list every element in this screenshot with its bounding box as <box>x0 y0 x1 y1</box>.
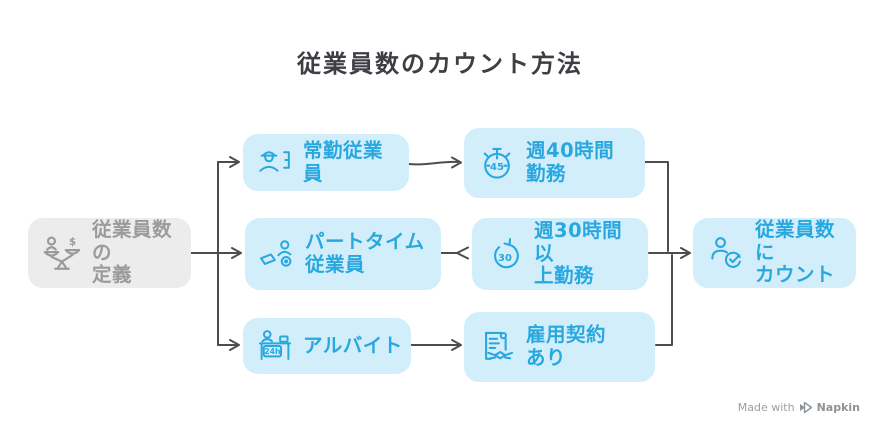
node-arbeit: 24h アルバイト <box>243 318 411 374</box>
node-label-hours40: 週40時間 勤務 <box>526 139 615 185</box>
node-label-count: 従業員数に カウント <box>755 218 836 287</box>
diagram-title: 従業員数のカウント方法 <box>297 50 583 78</box>
node-contract: 雇用契約 あり <box>464 312 655 382</box>
person-check-icon <box>706 233 746 273</box>
node-hours30: 30 週30時間以 上勤務 <box>472 218 648 290</box>
watermark-prefix: Made with <box>737 401 795 414</box>
arrowhead-parttime <box>231 247 242 259</box>
arrowhead-count <box>680 247 691 259</box>
node-label-hours30: 週30時間以 上勤務 <box>534 219 623 288</box>
contract-handshake-icon <box>477 327 517 367</box>
connector-contract-merge <box>655 254 673 346</box>
svg-text:$: $ <box>69 236 76 248</box>
napkin-logo-icon <box>799 402 812 413</box>
arrowhead-parttime-left <box>456 246 469 260</box>
reception-desk-icon: 24h <box>256 327 294 365</box>
node-parttime: パートタイム 従業員 <box>245 218 441 290</box>
node-hours40: 45 週40時間 勤務 <box>464 128 645 198</box>
connector-hours40-merge <box>644 161 669 252</box>
svg-text:30: 30 <box>498 253 512 264</box>
connector-definition-trunk <box>189 161 219 346</box>
node-count: 従業員数に カウント <box>693 218 856 288</box>
arrowhead-arbeit <box>229 339 240 351</box>
arrowhead-hours40 <box>451 156 462 169</box>
node-label-contract: 雇用契約 あり <box>526 323 607 369</box>
laptop-person-clock-icon <box>258 235 296 273</box>
watermark-brand: Napkin <box>816 401 860 414</box>
napkin-watermark[interactable]: Made with Napkin <box>738 401 860 414</box>
node-label-arbeit: アルバイト <box>303 333 403 357</box>
svg-text:24h: 24h <box>264 347 280 356</box>
connector-fulltime-hours40 <box>408 160 459 166</box>
node-label-definition: 従業員数の 定義 <box>92 218 173 287</box>
stopwatch-icon: 45 <box>477 143 517 183</box>
node-fulltime: 常勤従業員 <box>243 134 409 191</box>
svg-text:45: 45 <box>490 162 504 173</box>
node-definition: $ 従業員数の 定義 <box>28 218 191 288</box>
scale-person-money-icon: $ <box>41 232 83 274</box>
node-label-fulltime: 常勤従業員 <box>303 138 384 185</box>
node-label-parttime: パートタイム 従業員 <box>305 230 425 276</box>
arrowhead-fulltime <box>229 156 240 168</box>
rotate-clock-icon: 30 <box>485 234 525 274</box>
arrowhead-contract <box>451 339 462 351</box>
worker-schedule-icon <box>256 144 294 182</box>
